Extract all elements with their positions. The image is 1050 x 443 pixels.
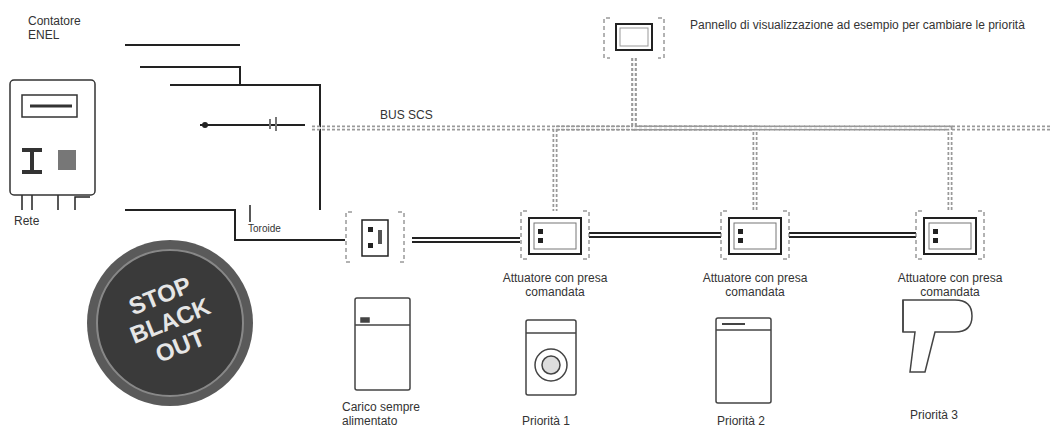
fridge-figure bbox=[355, 298, 410, 390]
connector-group bbox=[634, 58, 755, 211]
dishwasher-figure bbox=[716, 318, 771, 403]
connector-core bbox=[555, 58, 634, 211]
connector-core bbox=[589, 234, 721, 236]
note-label: Priorità 2 bbox=[715, 414, 767, 428]
connector-core bbox=[634, 58, 950, 211]
panel-shape bbox=[598, 12, 670, 64]
bus-connector bbox=[555, 58, 634, 211]
hairdryer-figure bbox=[903, 300, 972, 372]
meter-node: Contatore ENEL bbox=[8, 14, 118, 74]
note-label: Priorità 1 bbox=[520, 414, 572, 428]
bus-connector bbox=[634, 58, 755, 211]
note-label: Priorità 3 bbox=[908, 408, 960, 422]
actuator-shape bbox=[715, 205, 795, 265]
power-line bbox=[412, 240, 520, 241]
meter-label: Contatore ENEL bbox=[8, 14, 98, 42]
connector-group bbox=[789, 235, 916, 236]
connector-group bbox=[555, 58, 634, 211]
note-label: BUS SCS bbox=[378, 108, 435, 122]
connector-group bbox=[634, 58, 950, 211]
actuator-shape bbox=[515, 205, 595, 265]
central-unit bbox=[346, 212, 404, 262]
actuator-label: Attuatore con presa comandata bbox=[675, 271, 835, 299]
toroid-symbol bbox=[202, 122, 208, 128]
connector-group bbox=[589, 235, 721, 236]
actuator-label: Attuatore con presa comandata bbox=[870, 271, 1030, 299]
power-connector bbox=[789, 232, 916, 238]
note-label: Rete bbox=[12, 214, 41, 228]
connector-core bbox=[789, 234, 916, 236]
note-label: Carico sempre alimentato bbox=[340, 400, 444, 428]
washer-figure bbox=[526, 320, 576, 395]
actuator-label: Attuatore con presa comandata bbox=[475, 271, 635, 299]
panel-node: Pannello di visualizzazione ad esempio p… bbox=[598, 12, 1038, 64]
power-connector bbox=[589, 232, 721, 238]
note-label: Toroide bbox=[246, 222, 283, 236]
toroid-symbol bbox=[270, 117, 276, 131]
meter-shape bbox=[8, 14, 9, 15]
bus-connector bbox=[634, 58, 950, 211]
badge-node: STOP BLACK OUT bbox=[85, 238, 255, 408]
actuator-shape bbox=[910, 205, 990, 265]
connector-core bbox=[634, 58, 755, 211]
meter-body bbox=[10, 80, 95, 195]
panel-label: Pannello di visualizzazione ad esempio p… bbox=[690, 18, 1030, 32]
